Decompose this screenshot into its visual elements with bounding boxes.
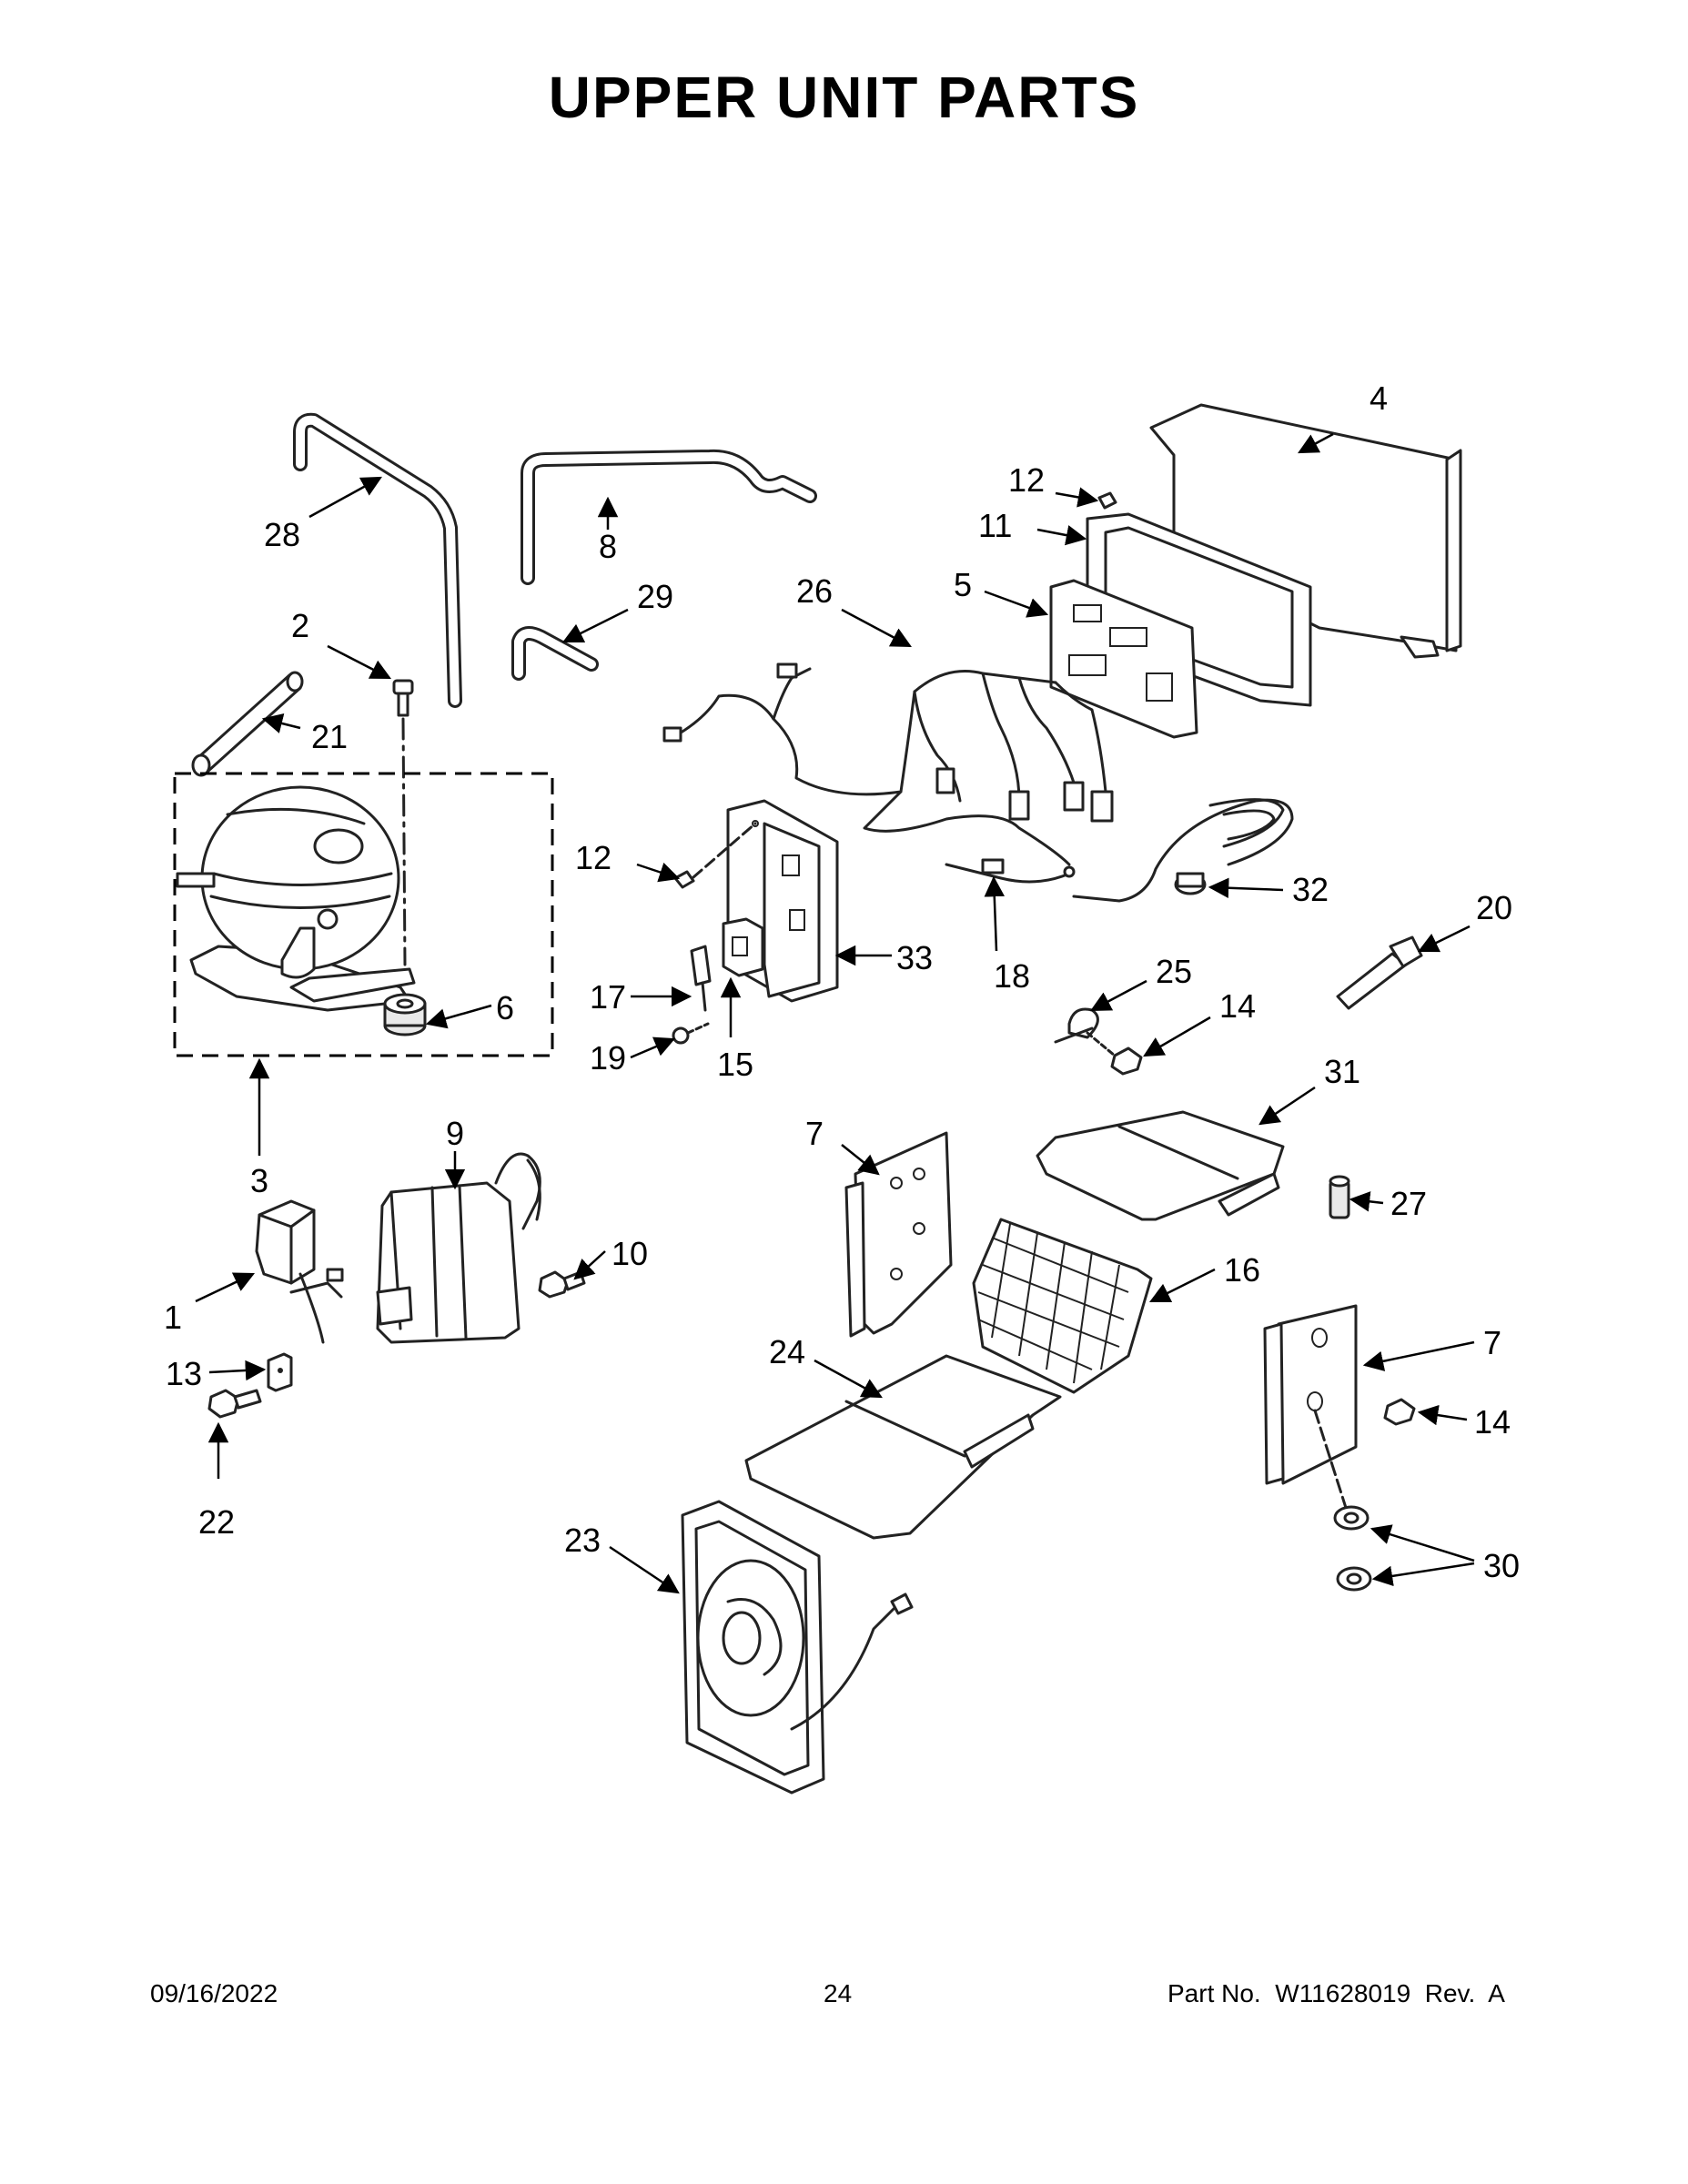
part-19-screw xyxy=(672,1022,710,1045)
callout-11: 11 xyxy=(978,507,1012,544)
part-14-screw-a xyxy=(1086,1031,1143,1076)
callout-12-top: 12 xyxy=(1008,461,1045,499)
part-32-heater xyxy=(1072,798,1294,903)
part-7-bracket-right xyxy=(1263,1304,1358,1485)
part-18-sensor xyxy=(945,858,1076,884)
part-27-spacer xyxy=(1329,1175,1350,1219)
callout-33: 33 xyxy=(896,939,933,976)
part-16-evaporator xyxy=(972,1218,1153,1394)
part-29-tube xyxy=(511,626,599,681)
callout-30: 30 xyxy=(1483,1547,1520,1584)
callout-7-left: 7 xyxy=(805,1115,824,1152)
callout-13: 13 xyxy=(166,1355,202,1392)
footer-part-number: Part No. W11628019 Rev. A xyxy=(1167,1979,1505,2007)
part-24-panel xyxy=(744,1354,1062,1540)
footer-date: 09/16/2022 xyxy=(150,1979,278,2007)
callout-27: 27 xyxy=(1390,1185,1427,1222)
callout-19: 19 xyxy=(590,1039,626,1077)
callout-6: 6 xyxy=(496,989,514,1026)
callout-15: 15 xyxy=(717,1046,753,1083)
callout-4: 4 xyxy=(1370,379,1388,417)
callout-23: 23 xyxy=(564,1522,601,1559)
part-23-fan xyxy=(681,1500,914,1795)
leader-lines xyxy=(195,432,1475,1594)
part-28-tube xyxy=(293,412,462,708)
callout-16: 16 xyxy=(1224,1251,1260,1289)
callout-29: 29 xyxy=(637,578,673,615)
part-7-bracket-left xyxy=(844,1131,953,1338)
part-1-relay xyxy=(255,1199,344,1344)
part-9-cover xyxy=(376,1152,541,1344)
callout-31: 31 xyxy=(1324,1053,1360,1090)
part-12-screw-b xyxy=(673,822,757,889)
part-3-compressor xyxy=(176,785,416,1012)
part-2-screw xyxy=(392,679,414,966)
part-21-drier xyxy=(191,671,304,777)
callout-2: 2 xyxy=(291,607,309,644)
callout-20: 20 xyxy=(1476,889,1512,926)
callout-3: 3 xyxy=(250,1162,268,1199)
part-3-assembly-box xyxy=(173,772,554,1057)
part-8-tube xyxy=(521,449,817,585)
callout-14-top: 14 xyxy=(1219,987,1256,1025)
part-20-strap xyxy=(1336,935,1423,1010)
callout-28: 28 xyxy=(264,516,300,553)
part-6-grommet xyxy=(383,993,427,1036)
part-14-screw-b xyxy=(1383,1398,1416,1426)
callout-9: 9 xyxy=(446,1115,464,1152)
callout-25: 25 xyxy=(1156,953,1192,990)
callout-8: 8 xyxy=(599,528,617,565)
part-30-washers xyxy=(1313,1409,1372,1592)
page-title: UPPER UNIT PARTS xyxy=(548,65,1140,130)
footer-page-number: 24 xyxy=(824,1979,853,2007)
callout-5: 5 xyxy=(954,566,972,603)
callout-26: 26 xyxy=(796,572,833,610)
callout-17: 17 xyxy=(590,978,626,1016)
part-17-connector xyxy=(690,945,712,1012)
part-26-harness xyxy=(662,662,1114,866)
callout-14-bottom: 14 xyxy=(1474,1403,1511,1441)
callout-32: 32 xyxy=(1292,871,1329,908)
callout-22: 22 xyxy=(198,1503,235,1541)
part-31-cover xyxy=(1036,1110,1285,1221)
callout-1: 1 xyxy=(164,1299,182,1336)
part-13-clip xyxy=(267,1352,293,1392)
part-5-board xyxy=(1049,579,1198,739)
callout-18: 18 xyxy=(994,957,1030,995)
callout-21: 21 xyxy=(311,718,348,755)
callout-7-right: 7 xyxy=(1483,1324,1501,1361)
callout-12-mid: 12 xyxy=(575,839,612,876)
callout-labels: 4 12 11 5 26 28 8 29 2 21 12 32 18 20 33… xyxy=(164,379,1520,1584)
callout-24: 24 xyxy=(769,1333,805,1370)
part-12-screw-a xyxy=(1097,491,1117,510)
callout-10: 10 xyxy=(612,1235,648,1272)
part-15-switch xyxy=(722,917,764,977)
part-22-screw xyxy=(207,1389,262,1419)
